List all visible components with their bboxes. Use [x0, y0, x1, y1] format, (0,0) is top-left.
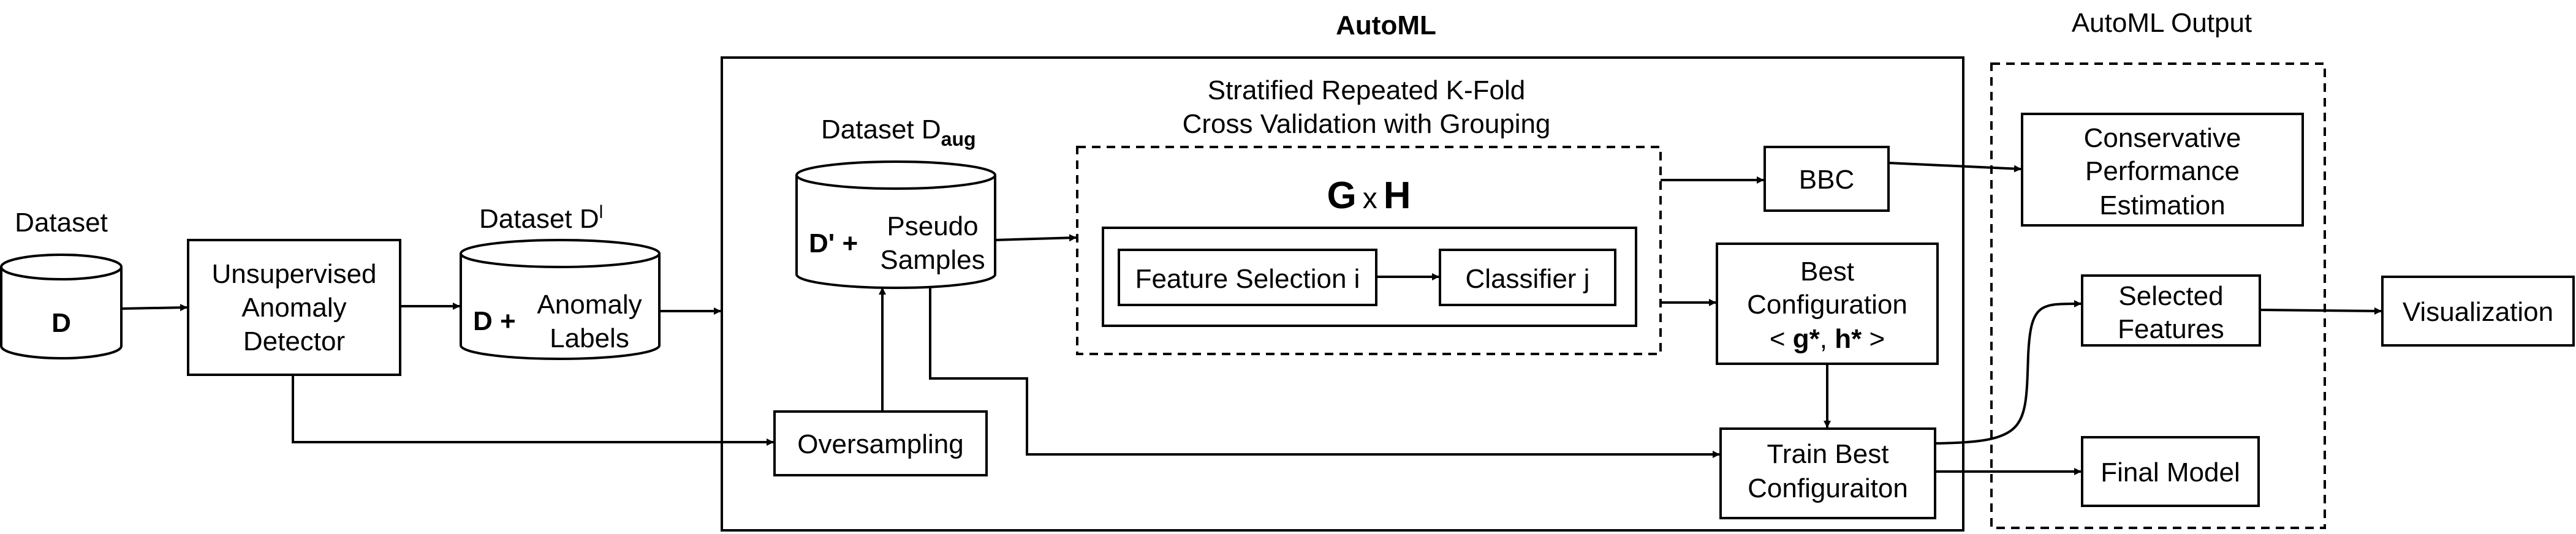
train-best-line-1: Train Best [1767, 439, 1889, 469]
dataset-dl-superscript: l [599, 202, 604, 222]
best-config-line-2: Configuration [1747, 290, 1907, 320]
best-configuration-box: Best Configuration < g*, h* > [1716, 243, 1939, 365]
bbc-label: BBC [1799, 165, 1854, 195]
daug-line-1: Pseudo [887, 211, 978, 241]
dataset-daug-caption: Dataset Daug [821, 115, 976, 150]
detector-line-2: Anomaly [241, 293, 346, 323]
dataset-d-cylinder: D [0, 254, 123, 359]
final-model-box: Final Model [2081, 436, 2260, 507]
best-config-g: g* [1793, 324, 1820, 354]
gxh-g: G [1327, 175, 1356, 217]
best-config-open: < [1770, 324, 1793, 354]
best-config-line-3: < g*, h* > [1770, 324, 1885, 354]
dataset-dl-line-2: Labels [550, 323, 629, 353]
gxh-h: H [1384, 175, 1411, 217]
selected-features-line-2: Features [2118, 314, 2224, 344]
dataset-dl-caption-text: Dataset D [479, 204, 599, 234]
oversampling-label: Oversampling [797, 429, 963, 459]
detector-line-3: Detector [243, 326, 345, 356]
edge-daug-to-cv [994, 234, 1077, 242]
train-best-box: Train Best Configuraiton [1719, 427, 1936, 519]
visualization-label: Visualization [2403, 297, 2553, 327]
oversampling-box: Oversampling [773, 410, 988, 476]
classifier-box: Classifier j [1439, 249, 1616, 306]
cv-title-line-1: Stratified Repeated K-Fold [1208, 75, 1526, 105]
best-config-comma: , [1820, 324, 1835, 354]
daug-line-2: Samples [880, 245, 985, 275]
dataset-dl-line-1: Anomaly [537, 290, 642, 320]
cv-title-line-2: Cross Validation with Grouping [1183, 109, 1551, 139]
edge-daug-to-train [929, 288, 1720, 458]
best-config-close: > [1862, 324, 1885, 354]
edges [121, 162, 2382, 475]
selected-features-box: Selected Features [2081, 274, 2261, 347]
dataset-daug-subscript: aug [941, 128, 976, 150]
automl-title: AutoML [1336, 10, 1436, 40]
best-config-h: h* [1835, 324, 1862, 354]
dataset-daug-caption-text: Dataset D [821, 115, 941, 145]
dataset-d-label: D [51, 308, 71, 338]
edge-dataset-to-detector [121, 304, 188, 312]
gxh-x: x [1363, 182, 1377, 215]
conservative-estimation-box: Conservative Performance Estimation [2021, 113, 2304, 227]
automl-output-dashed-box [1990, 62, 2326, 529]
feature-selection-box: Feature Selection i [1118, 249, 1377, 306]
edge-train-to-selected-features [1934, 299, 2082, 445]
best-config-line-1: Best [1800, 257, 1854, 287]
edge-bbc-to-conservative [1888, 162, 2021, 173]
edge-detector-to-oversampling [292, 375, 774, 446]
dataset-dl-caption: Dataset Dl [479, 202, 603, 234]
conservative-line-2: Performance [2085, 156, 2240, 186]
bbc-box: BBC [1763, 146, 1890, 212]
selected-features-line-1: Selected [2118, 281, 2223, 311]
edge-selected-to-visualization [2259, 307, 2382, 315]
train-best-line-2: Configuraiton [1748, 473, 1908, 503]
automl-container [721, 56, 1964, 532]
automl-output-title: AutoML Output [2072, 8, 2252, 38]
feature-selection-label: Feature Selection i [1135, 264, 1360, 294]
daug-d-prime-plus: D' + [809, 228, 858, 258]
dataset-dl-cylinder: D + Anomaly Labels [460, 239, 661, 360]
anomaly-detector-box: Unsupervised Anomaly Detector [187, 239, 401, 376]
dataset-daug-cylinder: D' + Pseudo Samples [795, 160, 996, 289]
cv-dashed-box [1076, 146, 1662, 355]
classifier-label: Classifier j [1466, 264, 1590, 294]
visualization-box: Visualization [2381, 276, 2575, 347]
final-model-label: Final Model [2101, 457, 2240, 487]
conservative-line-3: Estimation [2099, 190, 2225, 220]
conservative-line-1: Conservative [2084, 123, 2241, 153]
dataset-caption: Dataset [15, 208, 108, 238]
dataset-dl-d-plus: D + [473, 306, 516, 336]
detector-line-1: Unsupervised [211, 259, 376, 289]
